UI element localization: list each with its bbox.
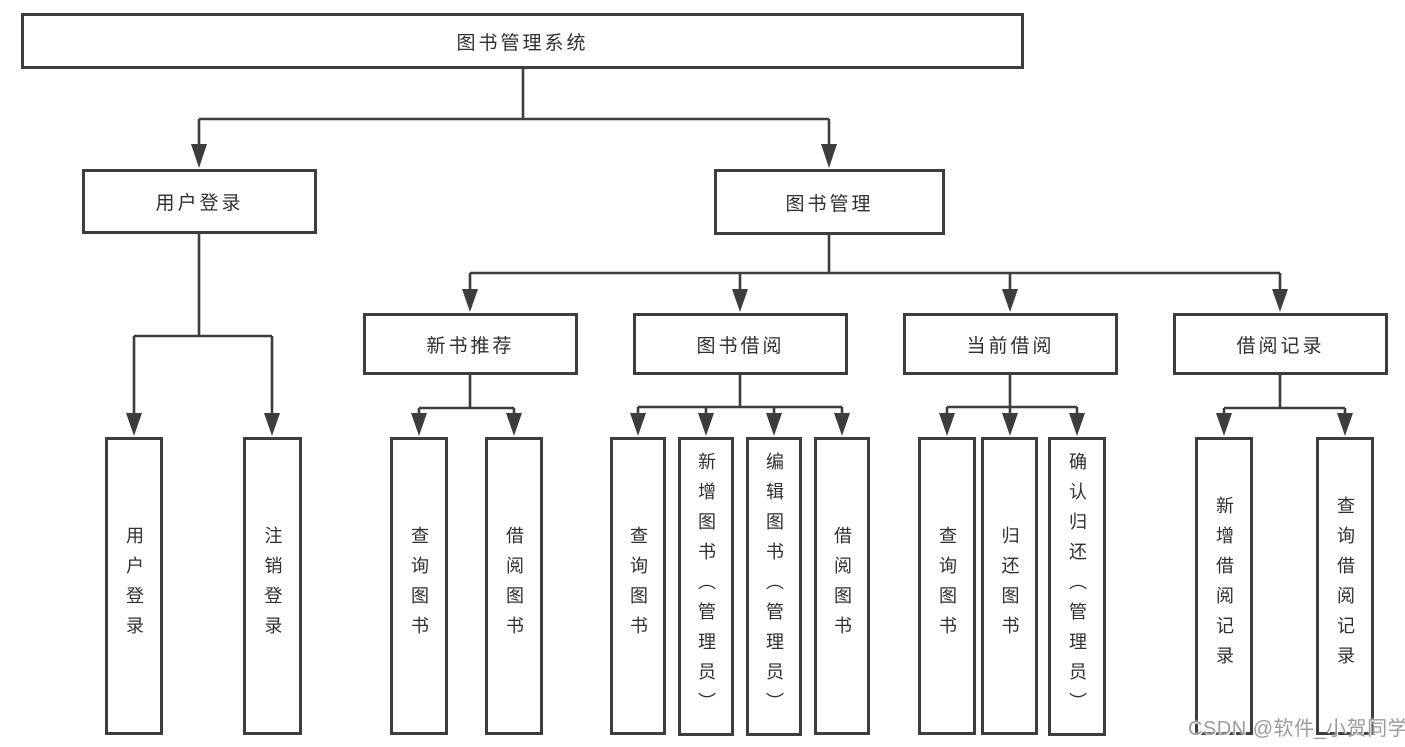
- node-leaf-bb-add-book-label: 新增图书（管理员）: [696, 451, 716, 722]
- node-leaf-br-query-record-label: 查询借阅记录: [1335, 496, 1355, 676]
- node-user-login: 用户登录: [82, 169, 317, 234]
- node-leaf-cb-confirm-return: 确认归还（管理员）: [1048, 437, 1106, 736]
- node-leaf-bb-borrow-book-label: 借阅图书: [832, 526, 852, 646]
- node-leaf-bb-query-book-label: 查询图书: [628, 526, 648, 646]
- edge-current-borrow-split: [945, 375, 1079, 418]
- node-new-book-rec: 新书推荐: [363, 313, 578, 375]
- node-leaf-user-login-label: 用户登录: [124, 526, 144, 646]
- edge-book-borrow-split: [636, 375, 844, 418]
- node-root-label: 图书管理系统: [456, 32, 589, 54]
- node-book-borrow: 图书借阅: [633, 313, 848, 375]
- node-user-login-label: 用户登录: [155, 193, 244, 214]
- node-leaf-bb-edit-book: 编辑图书（管理员）: [746, 437, 802, 736]
- node-leaf-nb-query-book: 查询图书: [390, 437, 448, 735]
- node-leaf-bb-add-book: 新增图书（管理员）: [678, 437, 734, 736]
- node-current-borrow: 当前借阅: [903, 313, 1118, 375]
- node-leaf-br-add-record: 新增借阅记录: [1195, 437, 1253, 735]
- node-leaf-bb-edit-book-label: 编辑图书（管理员）: [764, 451, 784, 722]
- edge-user-login-split: [132, 233, 274, 414]
- node-leaf-cb-query-book: 查询图书: [918, 437, 976, 735]
- node-leaf-logout: 注销登录: [243, 437, 302, 735]
- node-leaf-nb-borrow-book: 借阅图书: [485, 437, 543, 735]
- node-leaf-cb-confirm-return-label: 确认归还（管理员）: [1067, 451, 1087, 722]
- node-leaf-nb-borrow-book-label: 借阅图书: [504, 526, 524, 646]
- node-leaf-br-add-record-label: 新增借阅记录: [1214, 496, 1234, 676]
- edge-book-mgmt-split: [468, 234, 1282, 290]
- node-leaf-br-query-record: 查询借阅记录: [1316, 437, 1374, 735]
- node-leaf-nb-query-book-label: 查询图书: [409, 526, 429, 646]
- node-book-mgmt: 图书管理: [714, 169, 945, 235]
- node-borrow-record: 借阅记录: [1173, 313, 1388, 375]
- node-current-borrow-label: 当前借阅: [966, 335, 1055, 357]
- node-borrow-record-label: 借阅记录: [1236, 335, 1325, 357]
- node-leaf-cb-return-book: 归还图书: [981, 437, 1038, 735]
- node-leaf-cb-return-book-label: 归还图书: [999, 526, 1020, 646]
- node-new-book-rec-label: 新书推荐: [426, 335, 515, 357]
- node-leaf-bb-query-book: 查询图书: [610, 437, 666, 735]
- node-leaf-user-login: 用户登录: [105, 437, 163, 735]
- edge-borrow-record-split: [1222, 375, 1347, 418]
- csdn-watermark: CSDN @软件_小贺同学: [1188, 718, 1405, 740]
- edge-new-book-split: [417, 375, 516, 418]
- node-leaf-cb-query-book-label: 查询图书: [937, 526, 957, 646]
- node-leaf-logout-label: 注销登录: [262, 526, 283, 646]
- edge-root-split: [197, 68, 831, 144]
- node-leaf-bb-borrow-book: 借阅图书: [814, 437, 870, 735]
- node-book-borrow-label: 图书借阅: [696, 335, 785, 357]
- arrowheads: [126, 144, 1353, 436]
- node-root: 图书管理系统: [21, 13, 1024, 69]
- node-book-mgmt-label: 图书管理: [785, 193, 874, 215]
